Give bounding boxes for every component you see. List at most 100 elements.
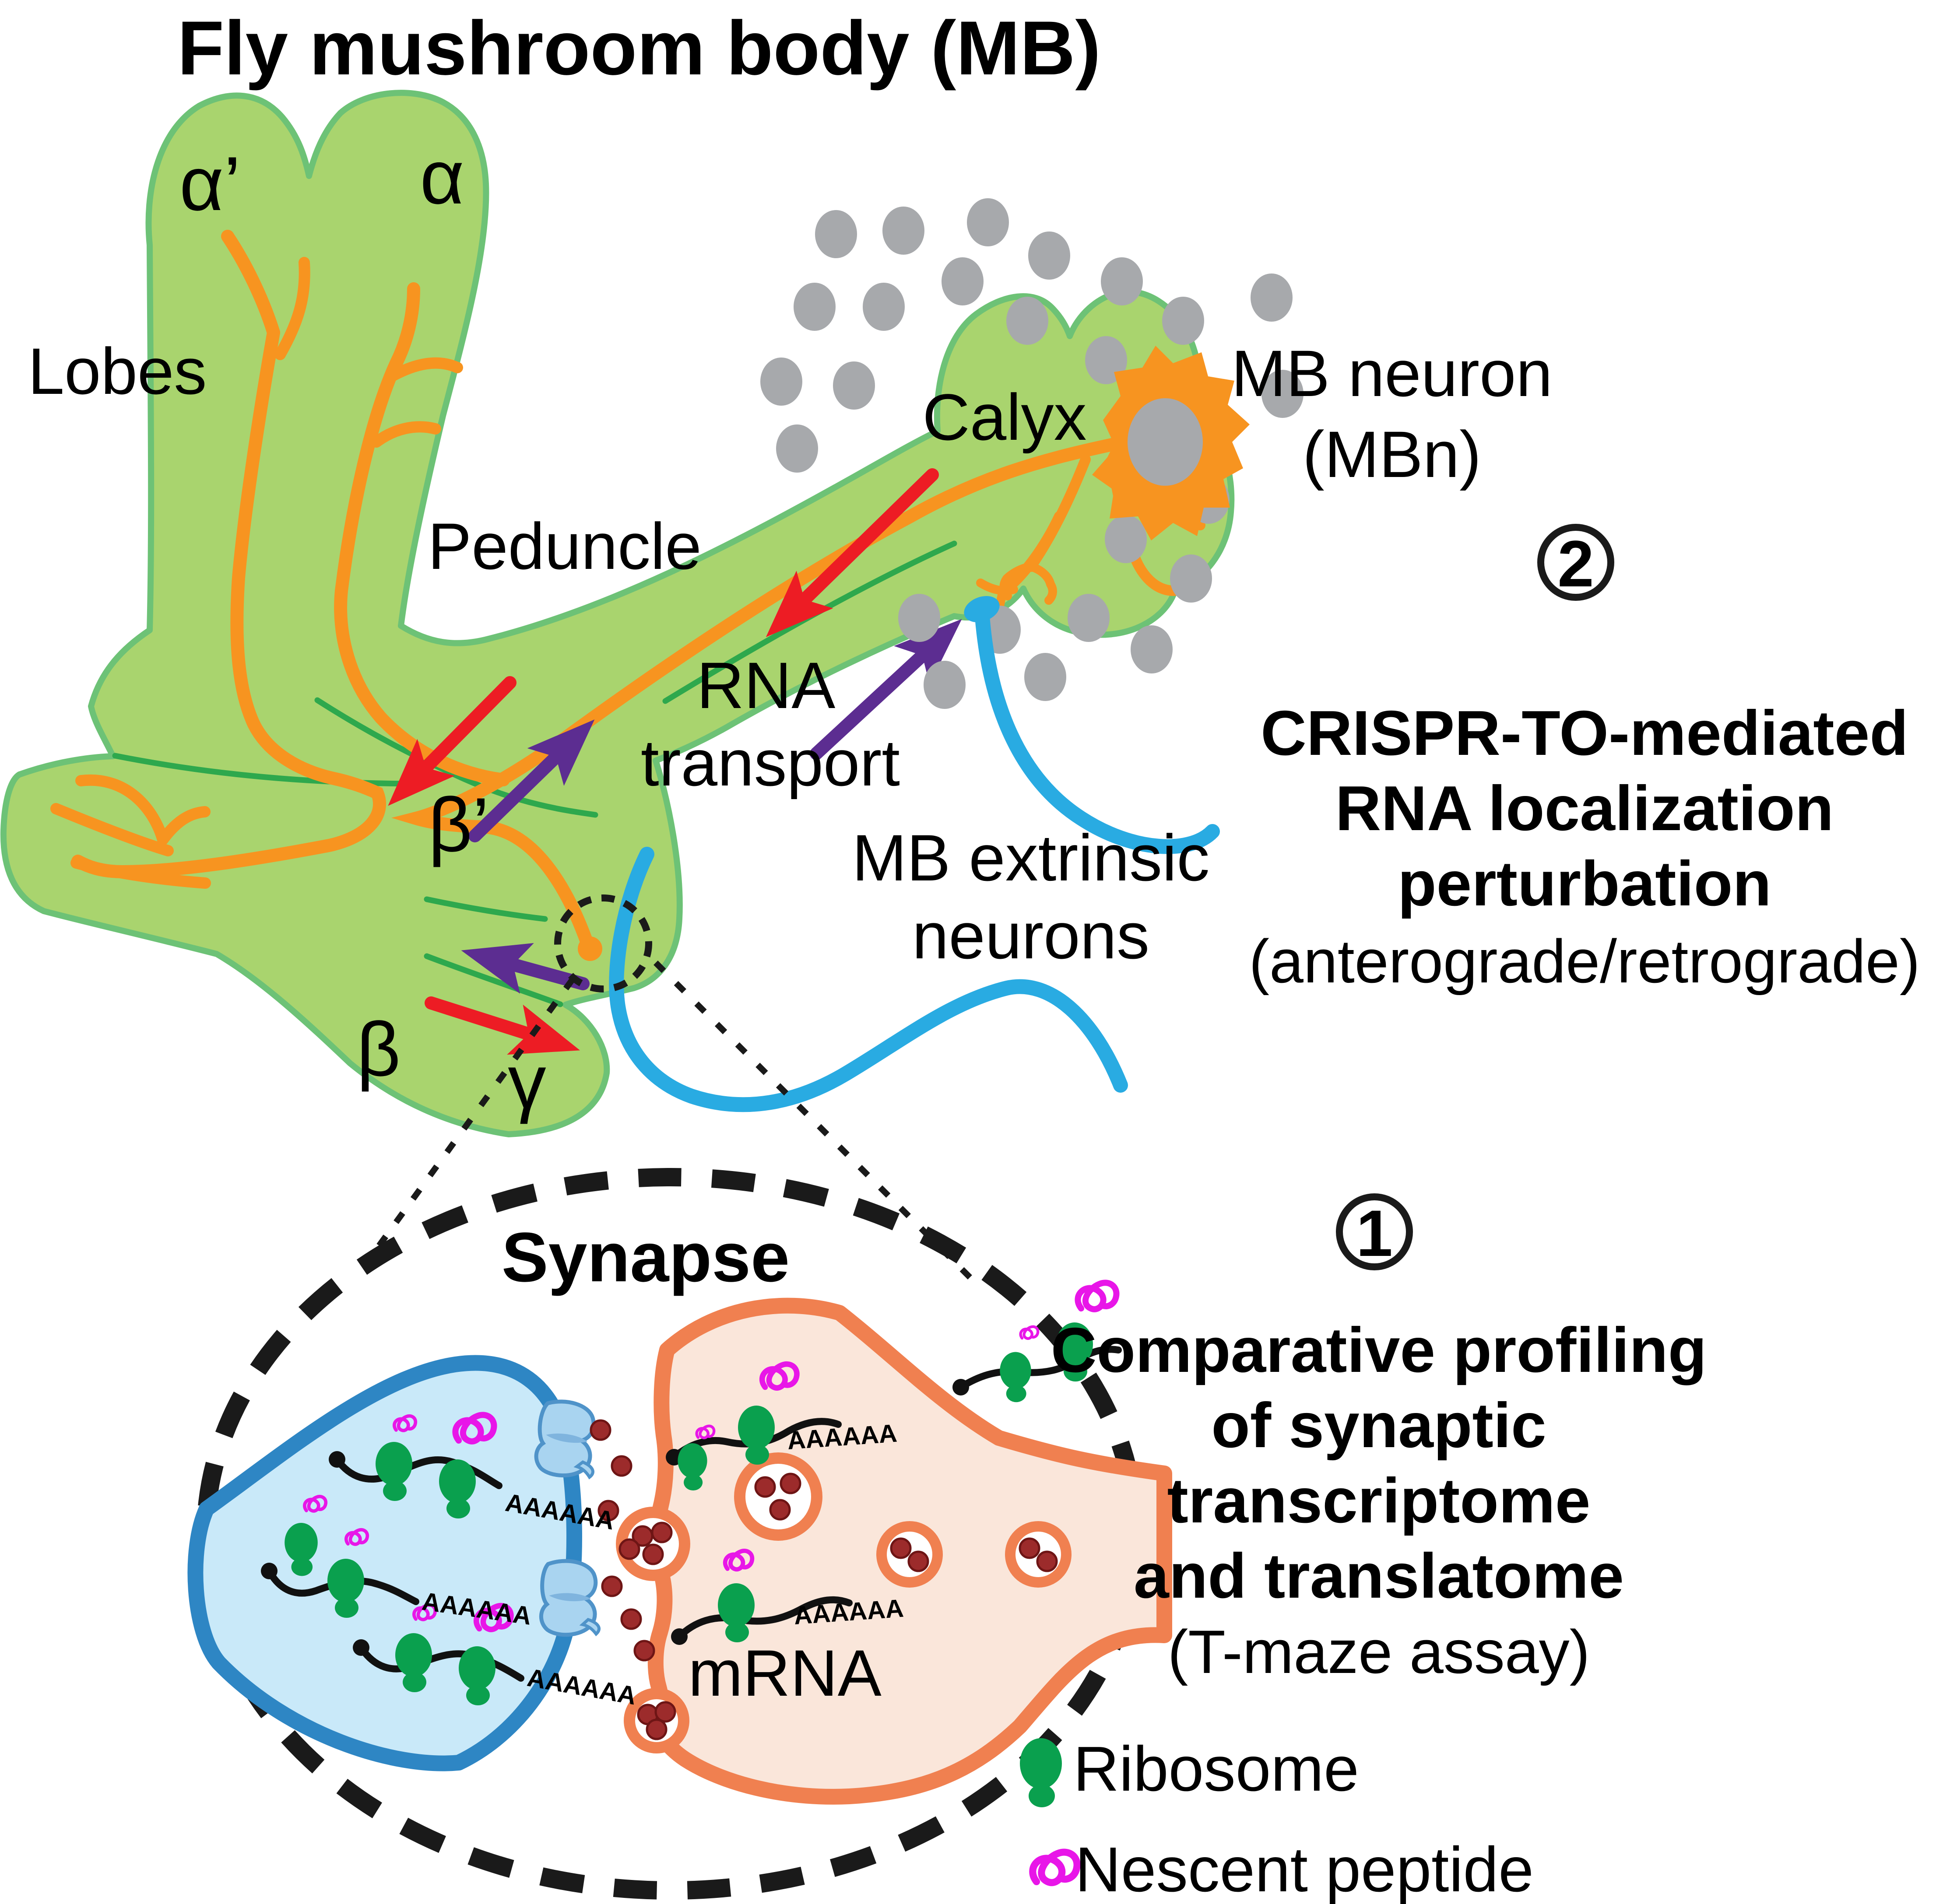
axon-beta-branchlet-hook [75, 774, 211, 845]
step2-number: 2 [1557, 527, 1594, 600]
compartment-line [424, 896, 548, 922]
cell-soma-dot [1131, 625, 1173, 673]
figure-title: Fly mushroom body (MB) [177, 6, 1101, 91]
label-calyx: Calyx [922, 380, 1086, 454]
retrograde-arrow-purple [810, 619, 962, 760]
synaptic-vesicles [734, 1452, 1072, 1588]
axon-alpha-branchlet [274, 257, 310, 360]
cell-soma-dot [776, 424, 818, 473]
step2-number-circle [1537, 524, 1614, 601]
mrna-cap [353, 1639, 369, 1656]
zoom-source-circle [554, 894, 652, 992]
anterograde-arrow-red [766, 468, 939, 638]
cell-soma-dot [898, 594, 940, 642]
extrinsic-fiber-upper [974, 603, 1220, 854]
cell-soma-dot [1024, 653, 1066, 701]
neurotransmitter-dot [643, 1545, 663, 1564]
legend: Ribosome Nescent peptide [1020, 1733, 1534, 1904]
step2-line: CRISPR-TO-mediated [1261, 698, 1908, 768]
legend-ribosome-item: Ribosome [1020, 1733, 1359, 1807]
label-synapse: Synapse [502, 1218, 790, 1296]
step1-line: Comparative profiling [1051, 1315, 1707, 1385]
cell-soma-dot [863, 283, 905, 331]
cell-soma-dot [815, 210, 857, 258]
mrna-cap [952, 1379, 969, 1396]
step1-number-circle [1336, 1193, 1413, 1270]
axon-beta-branchlet [50, 803, 174, 856]
neurotransmitter-dot [622, 1609, 641, 1629]
nescent-peptide-icon [1021, 1327, 1038, 1339]
neurotransmitter-dot [620, 1539, 639, 1559]
step1-line: (T-maze assay) [1168, 1617, 1590, 1686]
label-gamma: γ [508, 1039, 546, 1125]
mrna-cap [329, 1451, 345, 1468]
mushroom-body [0, 90, 1235, 1137]
mb-neuron-axons [50, 230, 1205, 954]
membrane-channel-icon [540, 1560, 603, 1636]
neurotransmitter-dot [755, 1477, 775, 1497]
mrna-strand [676, 1596, 853, 1640]
step1-number: 1 [1356, 1196, 1392, 1270]
cell-soma-dot [942, 257, 984, 305]
label-alpha-prime: α’ [179, 141, 241, 227]
ribosome-icon [1000, 1352, 1031, 1403]
neurotransmitter-dot [591, 1420, 610, 1440]
label-alpha: α [420, 135, 464, 220]
mrna-cap [671, 1628, 688, 1645]
neurotransmitter-dot [770, 1500, 790, 1519]
label-beta-prime: β’ [428, 782, 489, 868]
label-mb-neuron-1: MB neuron [1231, 337, 1553, 410]
cell-soma-dot [1105, 515, 1147, 563]
step1-line: and translatome [1134, 1540, 1624, 1611]
mb-neuron-soma [1092, 346, 1250, 540]
step2-line: (anterograde/retrograde) [1249, 927, 1920, 996]
cell-soma-dot [1261, 370, 1304, 418]
synaptic-vesicle [734, 1452, 822, 1541]
cell-soma-dot [1170, 554, 1212, 603]
label-beta: β [357, 1007, 401, 1092]
neurotransmitter-dot [1037, 1552, 1057, 1571]
neurotransmitter-dot [635, 1641, 654, 1660]
label-rna-transport-2: transport [641, 726, 900, 799]
polya-tail: AAAAAA [525, 1663, 639, 1711]
neurotransmitter-dot [647, 1720, 666, 1739]
synapse-detail: AAAAAA AAAAAA AAAAAA AAAAAA AAAAAA [187, 1283, 1172, 1805]
nescent-peptide-icon [1078, 1283, 1116, 1309]
label-peduncle: Peduncle [428, 509, 702, 583]
ribosome-icon [1020, 1738, 1062, 1789]
membrane-channel-icon [533, 1399, 602, 1480]
axon-alpha2-branchlet2 [371, 421, 441, 448]
cell-soma-dot [924, 661, 966, 709]
axon-alpha-branch [221, 230, 280, 339]
anterograde-arrow-red3 [425, 996, 580, 1055]
neurotransmitter-dot [891, 1539, 910, 1558]
cell-soma-dot [1028, 231, 1070, 280]
cell-soma-dot [1162, 297, 1204, 345]
extrinsic-synaptic-knob [964, 596, 1000, 622]
compartment-line [314, 697, 598, 818]
axon-alpha2-branchlet [386, 357, 463, 382]
step1-line: transcriptome [1167, 1465, 1591, 1536]
neurotransmitter-dot [652, 1523, 671, 1542]
nescent-peptide-icon [1033, 1852, 1077, 1883]
anterograde-arrow-red2 [388, 676, 517, 806]
legend-peptide-item: Nescent peptide [1033, 1834, 1534, 1904]
axon-beta-branchlet2 [70, 857, 211, 889]
cell-soma-dot [1068, 594, 1110, 642]
step1-block: 1 Comparative profiling of synaptic tran… [1051, 1193, 1707, 1686]
mrna-cap [261, 1563, 278, 1579]
cell-soma-dot [967, 198, 1009, 246]
label-mrna: mRNA [688, 1636, 882, 1710]
label-mb-extrinsic-2: neurons [912, 899, 1149, 972]
step2-line: perturbation [1398, 848, 1771, 919]
neurotransmitter-dot [781, 1474, 800, 1493]
cell-soma-dot [760, 358, 802, 406]
neurotransmitter-dot [909, 1552, 928, 1571]
neurotransmitter-dot [656, 1702, 675, 1722]
legend-ribosome-label: Ribosome [1073, 1733, 1359, 1804]
cell-soma-dot [1101, 257, 1143, 305]
mrna-strand [334, 1456, 502, 1489]
cell-soma-dot [1006, 297, 1048, 345]
rna-transport-arrows [388, 468, 962, 1055]
